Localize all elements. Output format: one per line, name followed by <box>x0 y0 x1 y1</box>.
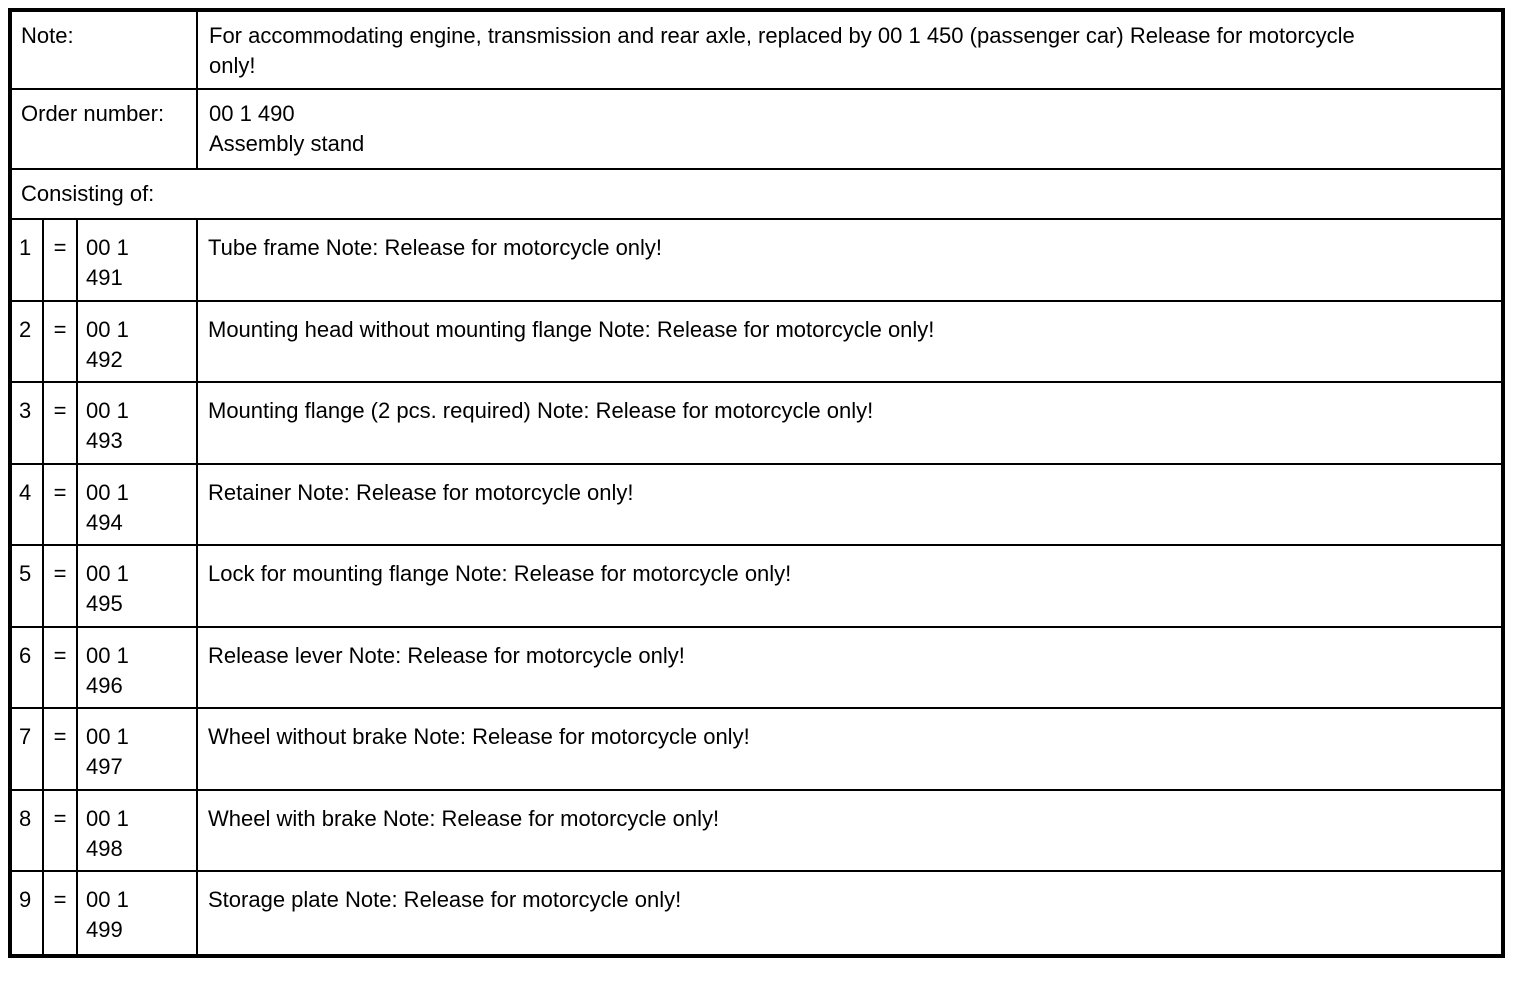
item-row: 8 = 00 1 498 Wheel with brake Note: Rele… <box>12 790 1501 872</box>
item-description: Storage plate Note: Release for motorcyc… <box>208 887 682 912</box>
equals-sign: = <box>44 301 78 381</box>
part-number-line2: 494 <box>86 509 123 535</box>
item-row: 9 = 00 1 499 Storage plate Note: Release… <box>12 872 1501 954</box>
part-number-line1: 00 1 <box>86 805 129 831</box>
equals-sign: = <box>44 546 78 626</box>
item-description: Lock for mounting flange Note: Release f… <box>208 561 792 586</box>
part-number: 00 1 495 <box>78 546 198 626</box>
consisting-label: Consisting of: <box>21 181 155 206</box>
item-description: Mounting flange (2 pcs. required) Note: … <box>208 398 874 423</box>
order-item-name: Assembly stand <box>209 131 365 156</box>
item-row: 4 = 00 1 494 Retainer Note: Release for … <box>12 464 1501 546</box>
item-position: 3 <box>12 383 44 463</box>
item-description: Wheel without brake Note: Release for mo… <box>208 724 750 749</box>
part-number-line2: 491 <box>86 265 123 290</box>
parts-table: Note: For accommodating engine, transmis… <box>8 8 1505 958</box>
item-position: 5 <box>12 546 44 626</box>
order-number-value: 00 1 490 <box>209 101 295 126</box>
part-number: 00 1 492 <box>78 301 198 381</box>
item-description: Retainer Note: Release for motorcycle on… <box>208 479 634 505</box>
part-number: 00 1 497 <box>78 709 198 789</box>
part-number-line2: 495 <box>86 591 123 616</box>
item-row: 5 = 00 1 495 Lock for mounting flange No… <box>12 546 1501 628</box>
item-description: Tube frame Note: Release for motorcycle … <box>208 235 663 260</box>
order-label: Order number: <box>21 101 165 126</box>
item-row: 7 = 00 1 497 Wheel without brake Note: R… <box>12 709 1501 791</box>
equals-sign: = <box>44 790 78 870</box>
part-number-line2: 496 <box>86 672 123 698</box>
order-label-cell: Order number: <box>12 90 198 168</box>
order-number-row: Order number: 00 1 490 Assembly stand <box>12 90 1501 170</box>
consisting-row: Consisting of: <box>12 170 1501 220</box>
part-number-line1: 00 1 <box>86 398 129 423</box>
part-number-line1: 00 1 <box>86 642 129 668</box>
part-number-line1: 00 1 <box>86 561 129 586</box>
part-number-line1: 00 1 <box>86 887 129 912</box>
part-number-line1: 00 1 <box>86 479 129 505</box>
item-position: 7 <box>12 709 44 789</box>
note-content-cell: For accommodating engine, transmission a… <box>198 12 1501 88</box>
part-number: 00 1 493 <box>78 383 198 463</box>
item-row: 3 = 00 1 493 Mounting flange (2 pcs. req… <box>12 383 1501 465</box>
item-row: 6 = 00 1 496 Release lever Note: Release… <box>12 627 1501 709</box>
item-position: 1 <box>12 220 44 300</box>
note-text: For accommodating engine, transmission a… <box>209 23 1355 78</box>
equals-sign: = <box>44 220 78 300</box>
part-number-line2: 497 <box>86 754 123 779</box>
part-number: 00 1 491 <box>78 220 198 300</box>
item-position: 2 <box>12 301 44 381</box>
item-description: Mounting head without mounting flange No… <box>208 316 935 342</box>
item-description: Release lever Note: Release for motorcyc… <box>208 642 685 668</box>
part-number-line2: 499 <box>86 917 123 942</box>
part-number: 00 1 496 <box>78 627 198 707</box>
note-row: Note: For accommodating engine, transmis… <box>12 12 1501 90</box>
order-content-cell: 00 1 490 Assembly stand <box>198 90 1501 168</box>
equals-sign: = <box>44 627 78 707</box>
part-number-line1: 00 1 <box>86 724 129 749</box>
equals-sign: = <box>44 709 78 789</box>
item-position: 6 <box>12 627 44 707</box>
part-number-line2: 492 <box>86 346 123 372</box>
note-label-cell: Note: <box>12 12 198 88</box>
item-position: 8 <box>12 790 44 870</box>
consisting-label-cell: Consisting of: <box>12 170 1501 218</box>
part-number: 00 1 498 <box>78 790 198 870</box>
part-number-line1: 00 1 <box>86 235 129 260</box>
part-number: 00 1 499 <box>78 872 198 954</box>
equals-sign: = <box>44 383 78 463</box>
equals-sign: = <box>44 464 78 544</box>
item-description: Wheel with brake Note: Release for motor… <box>208 805 720 831</box>
item-position: 4 <box>12 464 44 544</box>
part-number-line1: 00 1 <box>86 316 129 342</box>
note-label: Note: <box>21 23 74 48</box>
item-row: 2 = 00 1 492 Mounting head without mount… <box>12 301 1501 383</box>
equals-sign: = <box>44 872 78 954</box>
item-position: 9 <box>12 872 44 954</box>
item-row: 1 = 00 1 491 Tube frame Note: Release fo… <box>12 220 1501 302</box>
part-number-line2: 493 <box>86 428 123 453</box>
part-number-line2: 498 <box>86 835 123 861</box>
part-number: 00 1 494 <box>78 464 198 544</box>
